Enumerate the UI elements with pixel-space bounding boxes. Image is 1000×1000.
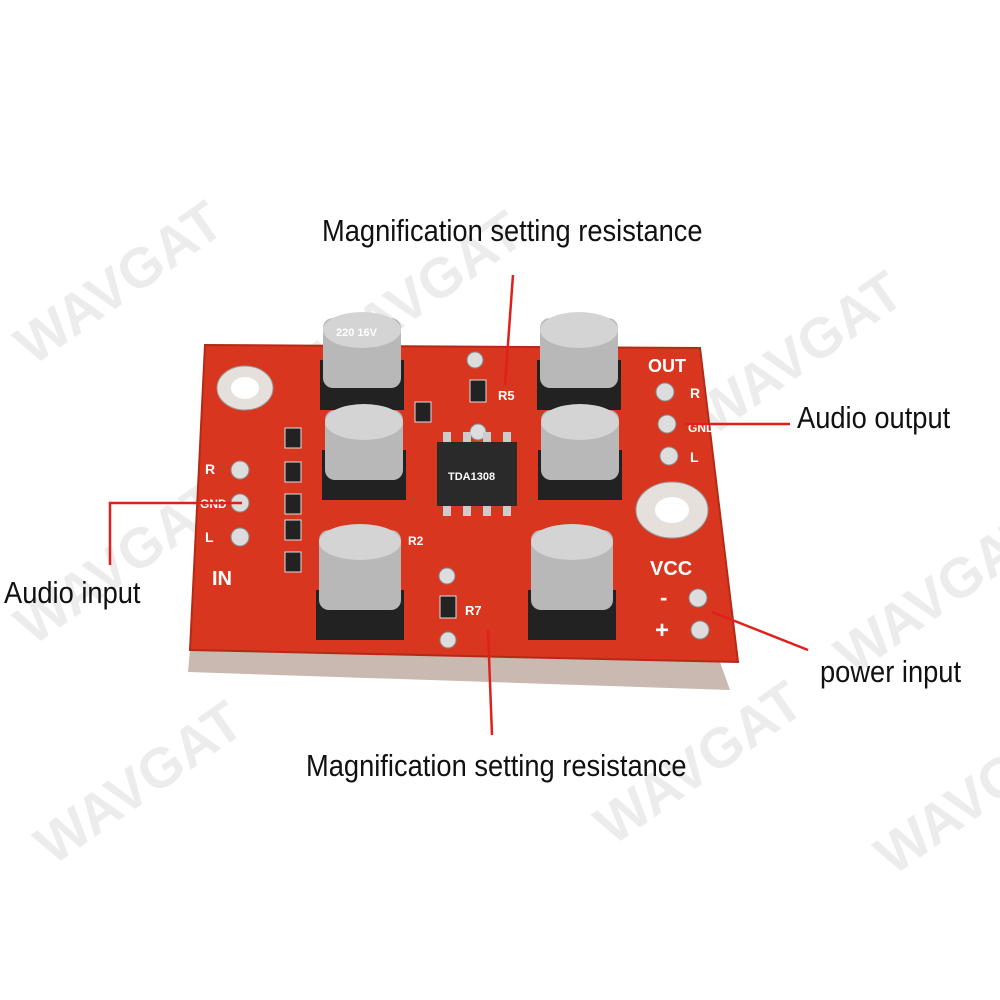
- amplifier-chip: [437, 442, 517, 506]
- silk-l: L: [690, 449, 699, 465]
- silk-plus: +: [655, 617, 669, 644]
- annotation-top-resistance: Magnification setting resistance: [322, 213, 703, 248]
- silk-minus: -: [660, 585, 667, 610]
- silk-r2: R2: [408, 534, 424, 548]
- capacitors: [316, 312, 622, 640]
- annotation-audio-output: Audio output: [797, 400, 951, 435]
- leader-lines: [108, 274, 809, 736]
- silk-in: IN: [212, 568, 232, 590]
- cap-marking: 220 16V: [336, 327, 378, 339]
- annotation-audio-input: Audio input: [4, 575, 141, 610]
- silk-vcc: VCC: [650, 558, 692, 580]
- silk-r-in: R: [205, 461, 215, 477]
- silk-r5: R5: [498, 388, 515, 403]
- annotation-bottom-resistance: Magnification setting resistance: [306, 748, 687, 783]
- silk-l-in: L: [205, 529, 214, 545]
- chip-label: TDA1308: [448, 471, 495, 483]
- silk-r7: R7: [465, 603, 482, 618]
- annotation-power-input: power input: [820, 654, 962, 689]
- pcb-edge: [188, 650, 730, 690]
- silk-out: OUT: [648, 356, 686, 376]
- silk-r: R: [690, 385, 700, 401]
